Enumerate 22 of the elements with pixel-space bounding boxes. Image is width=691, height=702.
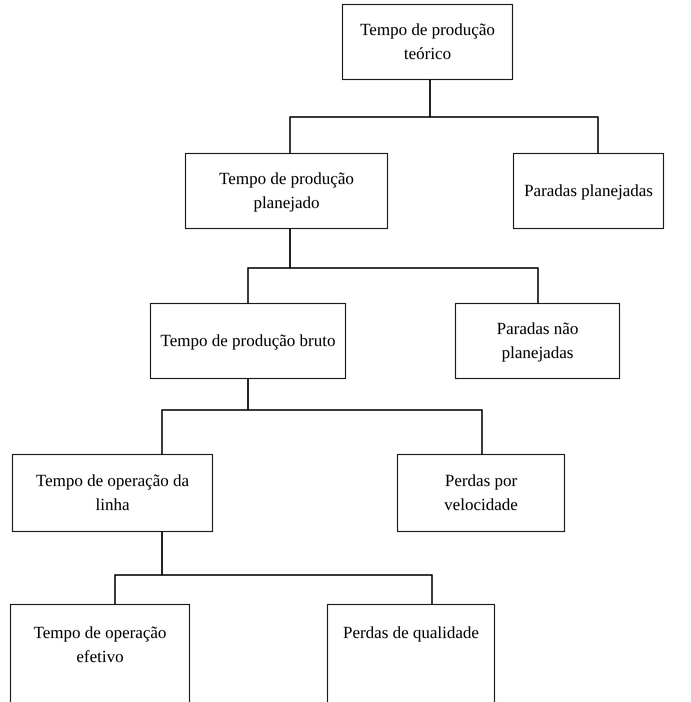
process-box <box>10 604 190 702</box>
process-box <box>513 153 664 229</box>
box-label: Perdas de qualidade <box>343 622 479 644</box>
box-label: Tempo de produção teórico <box>359 19 496 65</box>
process-box <box>397 454 565 532</box>
connector-line <box>161 532 433 604</box>
process-box <box>12 454 213 532</box>
box-label: Tempo de produção bruto <box>160 330 336 352</box>
box-label: Paradas planejadas <box>524 180 653 202</box>
box-label: Paradas não planejadas <box>496 318 580 364</box>
process-box <box>185 153 388 229</box>
process-box <box>150 303 346 379</box>
connector-line <box>247 379 483 454</box>
box-label: Tempo de operação efetivo <box>32 622 168 668</box>
box-label: Tempo de produção planejado <box>218 168 355 214</box>
process-box <box>327 604 495 702</box>
process-box <box>342 4 513 80</box>
connector-line <box>429 80 599 153</box>
box-label: Tempo de operação da linha <box>34 470 190 516</box>
process-box <box>455 303 620 379</box>
box-label: Perdas por velocidade <box>443 470 519 516</box>
connector-line <box>289 229 539 303</box>
